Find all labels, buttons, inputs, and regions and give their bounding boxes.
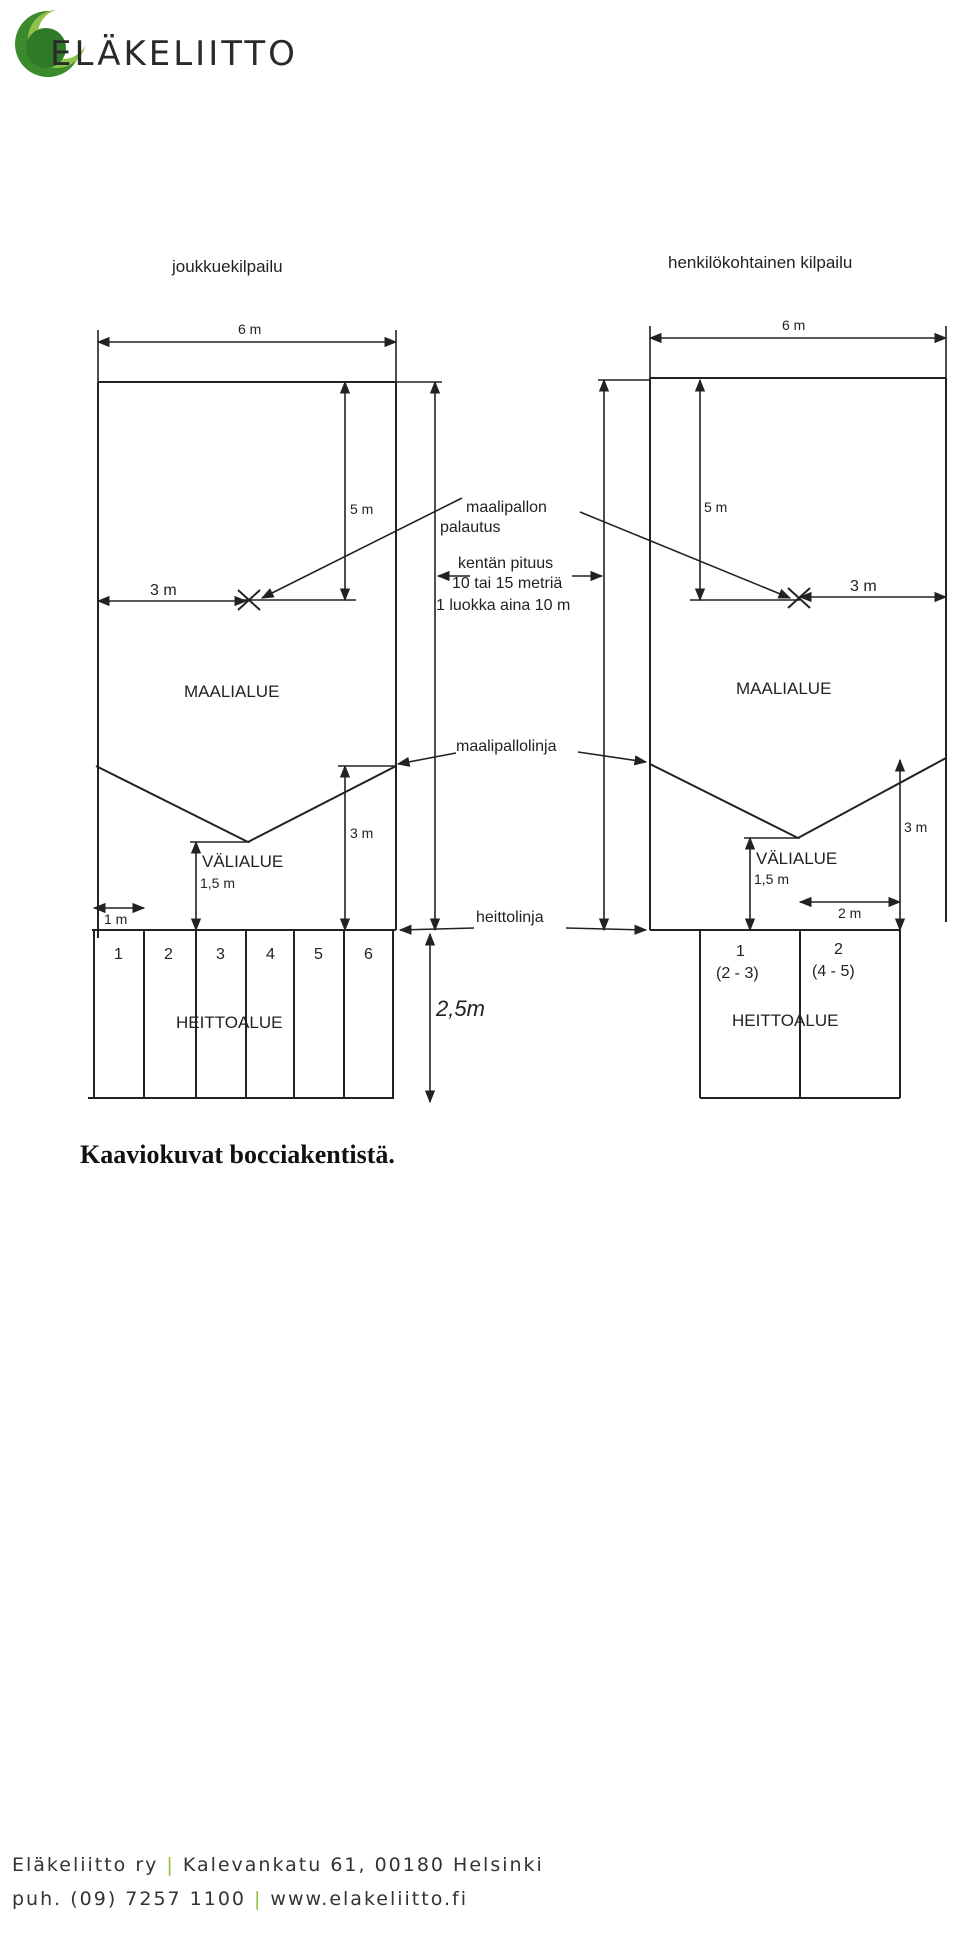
left-1-5m-label: 1,5 m bbox=[200, 875, 235, 891]
kentan-label-3: 1 luokka aina 10 m bbox=[436, 597, 570, 614]
right-goalball-line-a bbox=[649, 763, 799, 839]
footer-org: Eläkeliitto ry bbox=[12, 1854, 159, 1876]
lane-label: 3 bbox=[216, 946, 225, 963]
right-5m-label: 5 m bbox=[704, 499, 727, 515]
right-lane-2-sub: (4 - 5) bbox=[812, 963, 855, 980]
maalipallon-leader-right bbox=[579, 511, 792, 599]
footer-separator: | bbox=[166, 1854, 175, 1876]
footer-line-2: puh. (09) 7257 1100 | www.elakeliitto.fi bbox=[12, 1882, 544, 1916]
right-valialue-label: VÄLIALUE bbox=[756, 849, 837, 868]
footer-website-link[interactable]: www.elakeliitto.fi bbox=[270, 1888, 468, 1910]
maalipallon-leader-left bbox=[260, 497, 463, 599]
footer-line-1: Eläkeliitto ry | Kalevankatu 61, 00180 Hel… bbox=[12, 1848, 544, 1882]
left-maalialue-label: MAALIALUE bbox=[184, 682, 279, 701]
right-maalialue-label: MAALIALUE bbox=[736, 679, 831, 698]
lane-label: 2 bbox=[164, 946, 173, 963]
right-3m-valialue-label: 3 m bbox=[904, 819, 927, 835]
left-heittoalue-label: HEITTOALUE bbox=[176, 1013, 282, 1032]
right-1-5m-label: 1,5 m bbox=[754, 871, 789, 887]
left-goalball-line-b bbox=[247, 765, 397, 843]
left-goalball-line-a bbox=[95, 765, 249, 843]
left-3m-valialue-label: 3 m bbox=[350, 825, 373, 841]
figure-caption: Kaaviokuvat bocciakentistä. bbox=[80, 1140, 395, 1169]
heittolinja-label: heittolinja bbox=[476, 909, 544, 926]
heittolinja-leader-left bbox=[398, 924, 475, 935]
maalipallolinja-leader-right bbox=[577, 751, 648, 766]
left-5m-label: 5 m bbox=[350, 501, 373, 517]
maalipallolinja-leader-left bbox=[396, 752, 457, 767]
right-3m-label: 3 m bbox=[850, 578, 877, 595]
brand-logo: ELÄKELIITTO bbox=[8, 4, 388, 84]
right-6m-label: 6 m bbox=[782, 317, 805, 333]
right-2m-label: 2 m bbox=[838, 905, 861, 921]
maalipallon-label-1: maalipallon bbox=[466, 499, 547, 516]
right-goalball-line-b bbox=[797, 757, 947, 839]
kentan-label-1: kentän pituus bbox=[458, 555, 553, 572]
right-target-x-icon bbox=[787, 587, 811, 609]
left-court-title: joukkuekilpailu bbox=[171, 257, 283, 276]
right-lane-2-label: 2 bbox=[834, 941, 843, 958]
right-lane-1-label: 1 bbox=[736, 943, 745, 960]
lane-label: 5 bbox=[314, 946, 323, 963]
page-footer: Eläkeliitto ry | Kalevankatu 61, 00180 Hel… bbox=[12, 1848, 544, 1916]
left-6m-label: 6 m bbox=[238, 321, 261, 337]
left-1m-label: 1 m bbox=[104, 911, 127, 927]
kentan-label-2: 10 tai 15 metriä bbox=[452, 575, 562, 592]
footer-phone: puh. (09) 7257 1100 bbox=[12, 1888, 247, 1910]
heittolinja-leader-right bbox=[565, 924, 648, 935]
lane-label: 6 bbox=[364, 946, 373, 963]
right-lane-1-sub: (2 - 3) bbox=[716, 965, 759, 982]
maalipallon-label-2: palautus bbox=[440, 519, 501, 536]
footer-separator: | bbox=[254, 1888, 263, 1910]
footer-address: Kalevankatu 61, 00180 Helsinki bbox=[182, 1854, 544, 1876]
maalipallolinja-label: maalipallolinja bbox=[456, 738, 557, 755]
left-2-5m-label: 2,5m bbox=[435, 996, 485, 1021]
left-valialue-label: VÄLIALUE bbox=[202, 852, 283, 871]
right-court-title: henkilökohtainen kilpailu bbox=[668, 253, 852, 272]
brand-name: ELÄKELIITTO bbox=[50, 34, 298, 74]
boccia-court-diagram: joukkuekilpailu henkilökohtainen kilpail… bbox=[88, 253, 948, 1104]
logo-swirl-icon bbox=[15, 9, 88, 77]
lane-label: 4 bbox=[266, 946, 275, 963]
right-heittoalue-label: HEITTOALUE bbox=[732, 1011, 838, 1030]
lane-label: 1 bbox=[114, 946, 123, 963]
left-3m-label: 3 m bbox=[150, 582, 177, 599]
left-target-x-icon bbox=[237, 589, 261, 611]
